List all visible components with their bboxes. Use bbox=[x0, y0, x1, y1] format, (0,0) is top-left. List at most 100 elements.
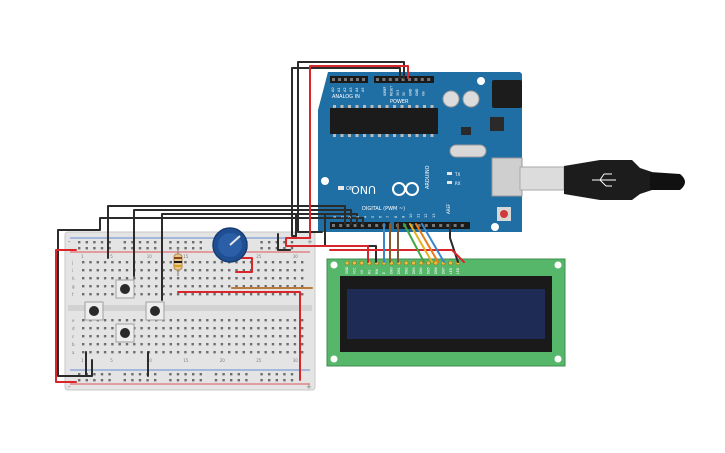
terminal-hole bbox=[96, 277, 99, 280]
terminal-hole bbox=[184, 285, 187, 288]
usb-cable bbox=[519, 160, 685, 200]
analog-pin-label: A1 bbox=[337, 87, 341, 92]
terminal-hole bbox=[206, 269, 209, 272]
terminal-hole bbox=[206, 335, 209, 338]
top-rail-plus-label: + bbox=[307, 238, 313, 246]
terminal-hole bbox=[140, 269, 143, 272]
terminal-hole bbox=[242, 327, 245, 330]
terminal-hole bbox=[184, 327, 187, 330]
digital-pin-label: 3 bbox=[356, 216, 360, 218]
terminal-hole bbox=[271, 351, 275, 354]
terminal-hole bbox=[249, 343, 253, 346]
pushbutton-4[interactable] bbox=[115, 323, 135, 343]
terminal-hole bbox=[228, 335, 231, 338]
terminal-hole bbox=[111, 319, 114, 322]
row-letter: d bbox=[72, 326, 75, 331]
terminal-hole bbox=[147, 335, 151, 338]
chip-pin bbox=[430, 105, 434, 108]
terminal-hole bbox=[176, 351, 180, 354]
lcd-pin-label: LED bbox=[449, 267, 453, 274]
bottom-rail-plus-label: + bbox=[306, 383, 312, 391]
pushbutton-2[interactable] bbox=[84, 301, 104, 321]
terminal-hole bbox=[184, 319, 187, 322]
column-number: 15 bbox=[183, 254, 189, 259]
wire-db7 bbox=[421, 223, 445, 263]
rail-hole bbox=[176, 241, 180, 244]
terminal-hole bbox=[293, 343, 297, 346]
terminal-hole bbox=[133, 351, 136, 354]
terminal-hole bbox=[286, 335, 289, 338]
header-pin bbox=[401, 78, 405, 81]
lcd-mounting-hole bbox=[330, 355, 338, 363]
rail-hole bbox=[290, 373, 294, 376]
potentiometer[interactable] bbox=[212, 227, 248, 263]
chip-pin bbox=[385, 105, 389, 108]
chip-pin bbox=[408, 134, 411, 137]
rail-hole bbox=[260, 373, 263, 376]
terminal-hole bbox=[257, 277, 260, 280]
terminal-hole bbox=[82, 269, 85, 272]
reset-button-cap[interactable] bbox=[500, 210, 508, 218]
lcd-pin bbox=[418, 260, 424, 266]
lcd-pin-label: V0 bbox=[360, 270, 364, 274]
terminal-hole bbox=[103, 343, 107, 346]
terminal-hole bbox=[271, 327, 275, 330]
rail-hole bbox=[154, 379, 157, 382]
terminal-hole bbox=[301, 351, 304, 354]
arduino-uno[interactable]: ANALOG IN POWER UNO ARDUINO ON TX RX bbox=[318, 72, 523, 232]
terminal-hole bbox=[257, 327, 260, 330]
terminal-hole bbox=[147, 277, 151, 280]
analog-header bbox=[330, 76, 368, 83]
terminal-hole bbox=[96, 285, 99, 288]
terminal-hole bbox=[235, 261, 238, 264]
digital-pin-label: 11 bbox=[417, 214, 421, 218]
rail-hole bbox=[93, 373, 96, 376]
chip-pin bbox=[393, 105, 396, 108]
chip-pin bbox=[400, 105, 404, 108]
pushbutton-1[interactable] bbox=[115, 279, 135, 299]
terminal-hole bbox=[89, 327, 92, 330]
terminal-hole bbox=[140, 327, 143, 330]
terminal-hole bbox=[249, 277, 253, 280]
digital-pin-label: 5 bbox=[371, 216, 375, 218]
rail-hole bbox=[85, 241, 88, 244]
terminal-hole bbox=[206, 319, 209, 322]
digital-pin-label: 12 bbox=[424, 214, 428, 218]
pushbutton-3[interactable] bbox=[145, 301, 165, 321]
terminal-hole bbox=[213, 277, 216, 280]
rail-hole bbox=[176, 379, 180, 382]
rail-hole bbox=[268, 247, 271, 250]
terminal-hole bbox=[264, 277, 267, 280]
terminal-hole bbox=[271, 285, 275, 288]
wire-gnd-arduino bbox=[297, 61, 405, 233]
terminal-hole bbox=[89, 277, 92, 280]
terminal-hole bbox=[220, 285, 224, 288]
column-number: 5 bbox=[110, 254, 113, 259]
lcd-pin-label: RS bbox=[367, 270, 371, 274]
header-pin bbox=[356, 78, 359, 81]
terminal-hole bbox=[206, 327, 209, 330]
terminal-hole bbox=[293, 293, 297, 296]
terminal-hole bbox=[301, 261, 304, 264]
chip-pin bbox=[370, 105, 374, 108]
terminal-hole bbox=[286, 351, 289, 354]
power-pin-label: Vin bbox=[421, 91, 425, 96]
rail-hole bbox=[78, 373, 81, 376]
terminal-hole bbox=[206, 277, 209, 280]
terminal-hole bbox=[155, 351, 158, 354]
terminal-hole bbox=[249, 351, 253, 354]
header-pin bbox=[408, 78, 411, 81]
terminal-hole bbox=[82, 277, 85, 280]
header-pin bbox=[332, 78, 335, 81]
wire-black-top bbox=[291, 67, 401, 237]
small-ic bbox=[461, 127, 471, 135]
terminal-hole bbox=[220, 327, 224, 330]
rail-hole bbox=[169, 247, 172, 250]
terminal-hole bbox=[184, 293, 187, 296]
analog-pin-label: A0 bbox=[331, 87, 335, 92]
terminal-hole bbox=[103, 293, 107, 296]
rail-hole bbox=[184, 241, 187, 244]
rail-hole bbox=[131, 379, 134, 382]
